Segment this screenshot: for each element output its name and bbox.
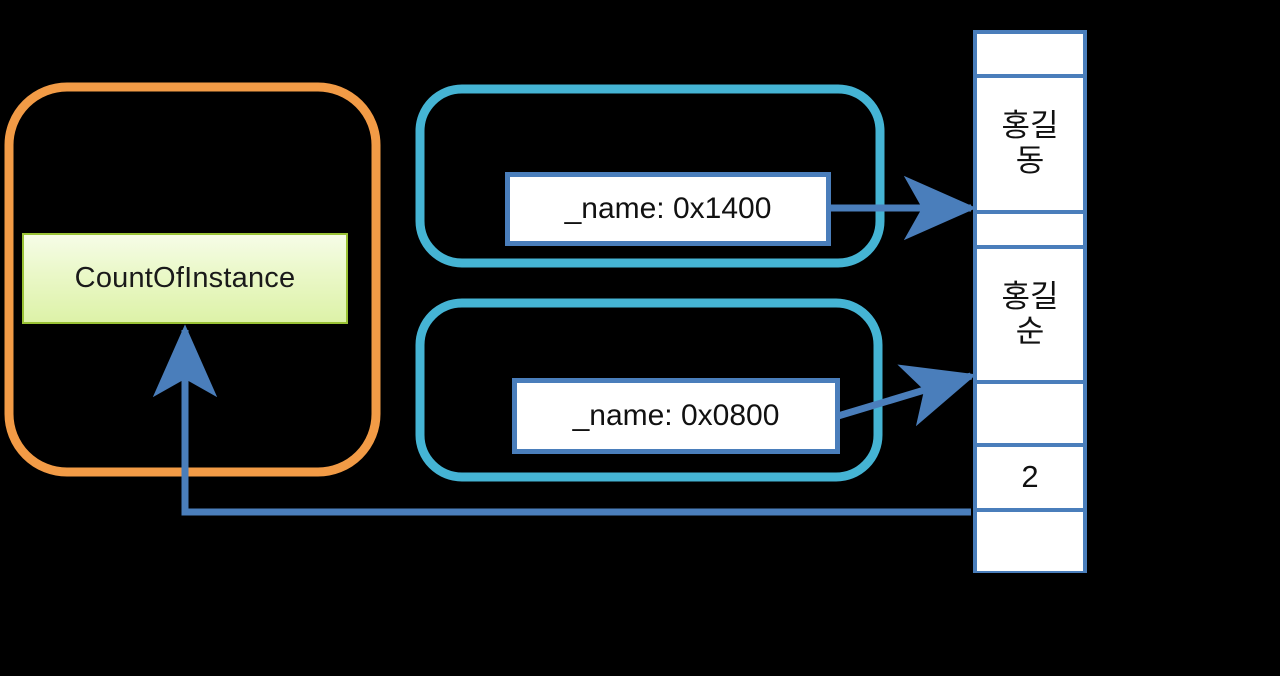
arrow-name2-to-memory	[836, 364, 977, 427]
memory-cell[interactable]: 2	[977, 447, 1083, 512]
instance-2-name-label: _name: 0x0800	[572, 399, 780, 432]
memory-cell[interactable]: 홍길 순	[977, 249, 1083, 384]
count-of-instance-field[interactable]: CountOfInstance	[22, 233, 348, 324]
memory-cell[interactable]	[977, 214, 1083, 249]
memory-cell[interactable]: 홍길 동	[977, 78, 1083, 214]
count-of-instance-label: CountOfInstance	[74, 262, 296, 294]
instance-1-name-label: _name: 0x1400	[564, 192, 772, 225]
memory-cell[interactable]	[977, 384, 1083, 447]
instance-2-name-field[interactable]: _name: 0x0800	[512, 378, 840, 454]
instance-2-container	[415, 298, 883, 482]
memory-cell[interactable]	[977, 34, 1083, 78]
instance-1-container	[415, 84, 885, 268]
instance-1-name-field[interactable]: _name: 0x1400	[505, 172, 831, 246]
static-area-container	[4, 82, 381, 477]
memory-table: 홍길 동 홍길 순 2	[973, 30, 1087, 573]
memory-cell[interactable]	[977, 512, 1083, 571]
arrow-count-to-memory	[152, 324, 971, 516]
